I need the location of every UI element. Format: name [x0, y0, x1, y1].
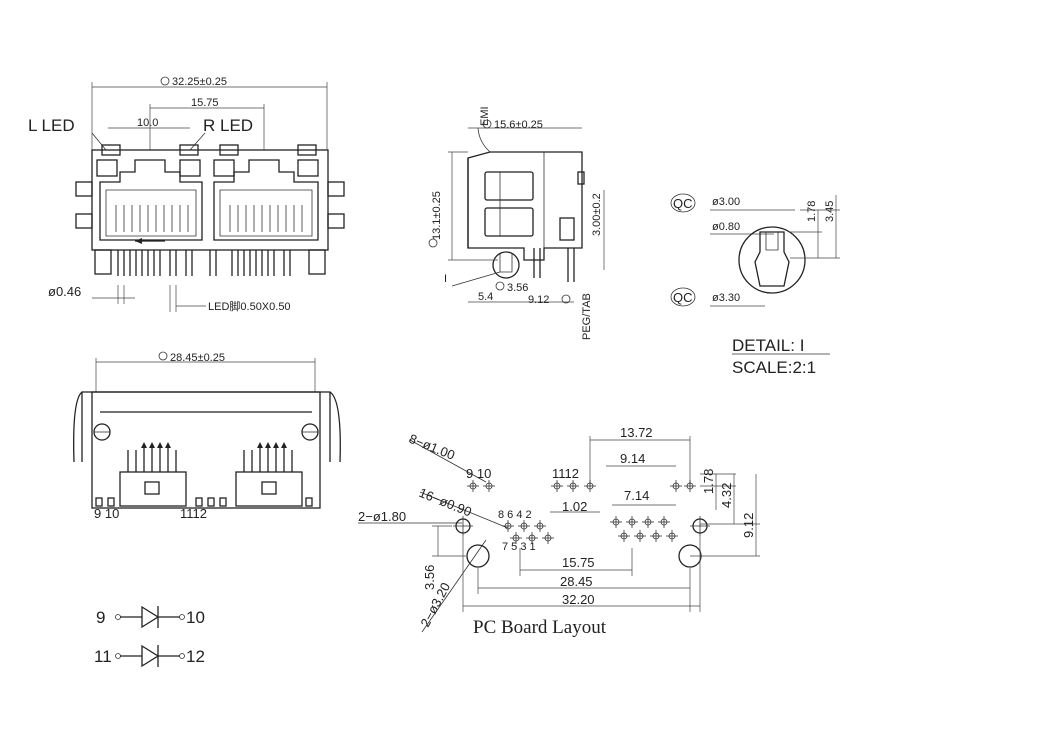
qc-symbol-icon — [495, 281, 505, 291]
detail-h1: 1.78 — [806, 201, 818, 222]
front-view: 32.25±0.25 15.75 10.0 L LED R LED — [28, 76, 345, 313]
detail-view: QC ø3.00 ø0.80 1.78 3.45 QC ø3.30 DETAIL… — [670, 193, 840, 377]
detail-inner-dia: ø0.80 — [712, 221, 740, 233]
pcb-dim-912: 9.12 — [741, 513, 756, 538]
led-schematic: 9 10 11 12 — [94, 605, 205, 668]
pcb-label-910: 9 10 — [466, 466, 491, 481]
qc-symbol-icon — [561, 294, 571, 304]
diode-icon — [141, 644, 160, 668]
left-led-label: L LED — [28, 116, 75, 135]
front-led-pitch: 10.0 — [137, 117, 158, 129]
qc-symbol-icon — [158, 351, 168, 361]
qc-symbol-icon — [482, 119, 492, 129]
pcb-layout: 13.72 9.14 7.14 1.02 1.78 4.32 9.12 8−ø1… — [358, 425, 760, 638]
side-depth: 15.6±0.25 — [494, 119, 543, 131]
pcb-dim-714: 7.14 — [624, 488, 649, 503]
pcb-dim-1575: 15.75 — [562, 555, 595, 570]
pcb-dim-914: 9.14 — [620, 451, 645, 466]
qc-symbol-icon — [160, 76, 170, 86]
qc-badge-icon — [670, 193, 696, 213]
pcb-dim-356: 3.56 — [422, 565, 437, 590]
schematic-pin-12: 12 — [186, 647, 205, 666]
pcb-pins-top: 8 6 4 2 — [498, 509, 532, 521]
detail-title: DETAIL: I — [732, 336, 804, 355]
detail-scale: SCALE:2:1 — [732, 358, 816, 377]
pcb-label-1112: 1112 — [552, 466, 579, 481]
schematic-pin-9: 9 — [96, 608, 105, 627]
right-led-label: R LED — [203, 116, 253, 135]
side-view: EMI 15.6±0.25 13.1±0.25 3.00±0.2 I 3.56 — [428, 106, 605, 340]
schematic-pin-10: 10 — [186, 608, 205, 627]
pcb-dim-1372: 13.72 — [620, 425, 653, 440]
qc-badge-icon — [670, 287, 696, 307]
qc-bottom-label: QC — [673, 290, 693, 305]
pcb-dim-2845: 28.45 — [560, 574, 593, 589]
front-led-span: 15.75 — [191, 97, 219, 109]
side-dim-a: 5.4 — [478, 291, 493, 303]
pcb-layout-title: PC Board Layout — [473, 617, 607, 638]
bottom-width: 28.45±0.25 — [170, 352, 225, 364]
bottom-pins-left: 9 10 — [94, 506, 119, 521]
schematic-pin-11: 11 — [94, 647, 112, 666]
peg-tab-label: PEG/TAB — [581, 293, 593, 340]
pin-diameter: ø0.46 — [48, 284, 81, 299]
pcb-dim-102: 1.02 — [562, 499, 587, 514]
led-pin-size: LED脚0.50X0.50 — [208, 299, 291, 313]
pcb-pins-bottom: 7 5 3 1 — [502, 541, 536, 553]
pcb-dim-432: 4.32 — [719, 483, 734, 508]
pcb-dim-3220: 32.20 — [562, 592, 595, 607]
pcb-hole-16: 16−ø0.90 — [417, 485, 474, 520]
side-offset-height: 3.00±0.2 — [591, 193, 603, 236]
emi-label: EMI — [479, 106, 491, 126]
side-height: 13.1±0.25 — [431, 191, 443, 240]
pcb-dim-178: 1.78 — [701, 469, 716, 494]
detail-base-dia: ø3.30 — [712, 292, 740, 304]
detail-marker: I — [444, 273, 447, 285]
pcb-hole-8: 8−ø1.00 — [407, 431, 457, 463]
peg-diameter: 3.56 — [507, 282, 528, 294]
detail-outer-dia: ø3.00 — [712, 196, 740, 208]
bottom-pins-right: 1112 — [180, 506, 207, 521]
pcb-hole-2a: 2−ø1.80 — [358, 509, 406, 524]
side-dim-b: 9.12 — [528, 294, 549, 306]
bottom-view: 28.45±0.25 — [73, 351, 341, 521]
front-overall-width: 32.25±0.25 — [172, 76, 227, 88]
detail-h2: 3.45 — [824, 201, 836, 222]
qc-symbol-icon — [428, 238, 438, 248]
diode-icon — [141, 605, 160, 629]
qc-top-label: QC — [673, 196, 693, 211]
